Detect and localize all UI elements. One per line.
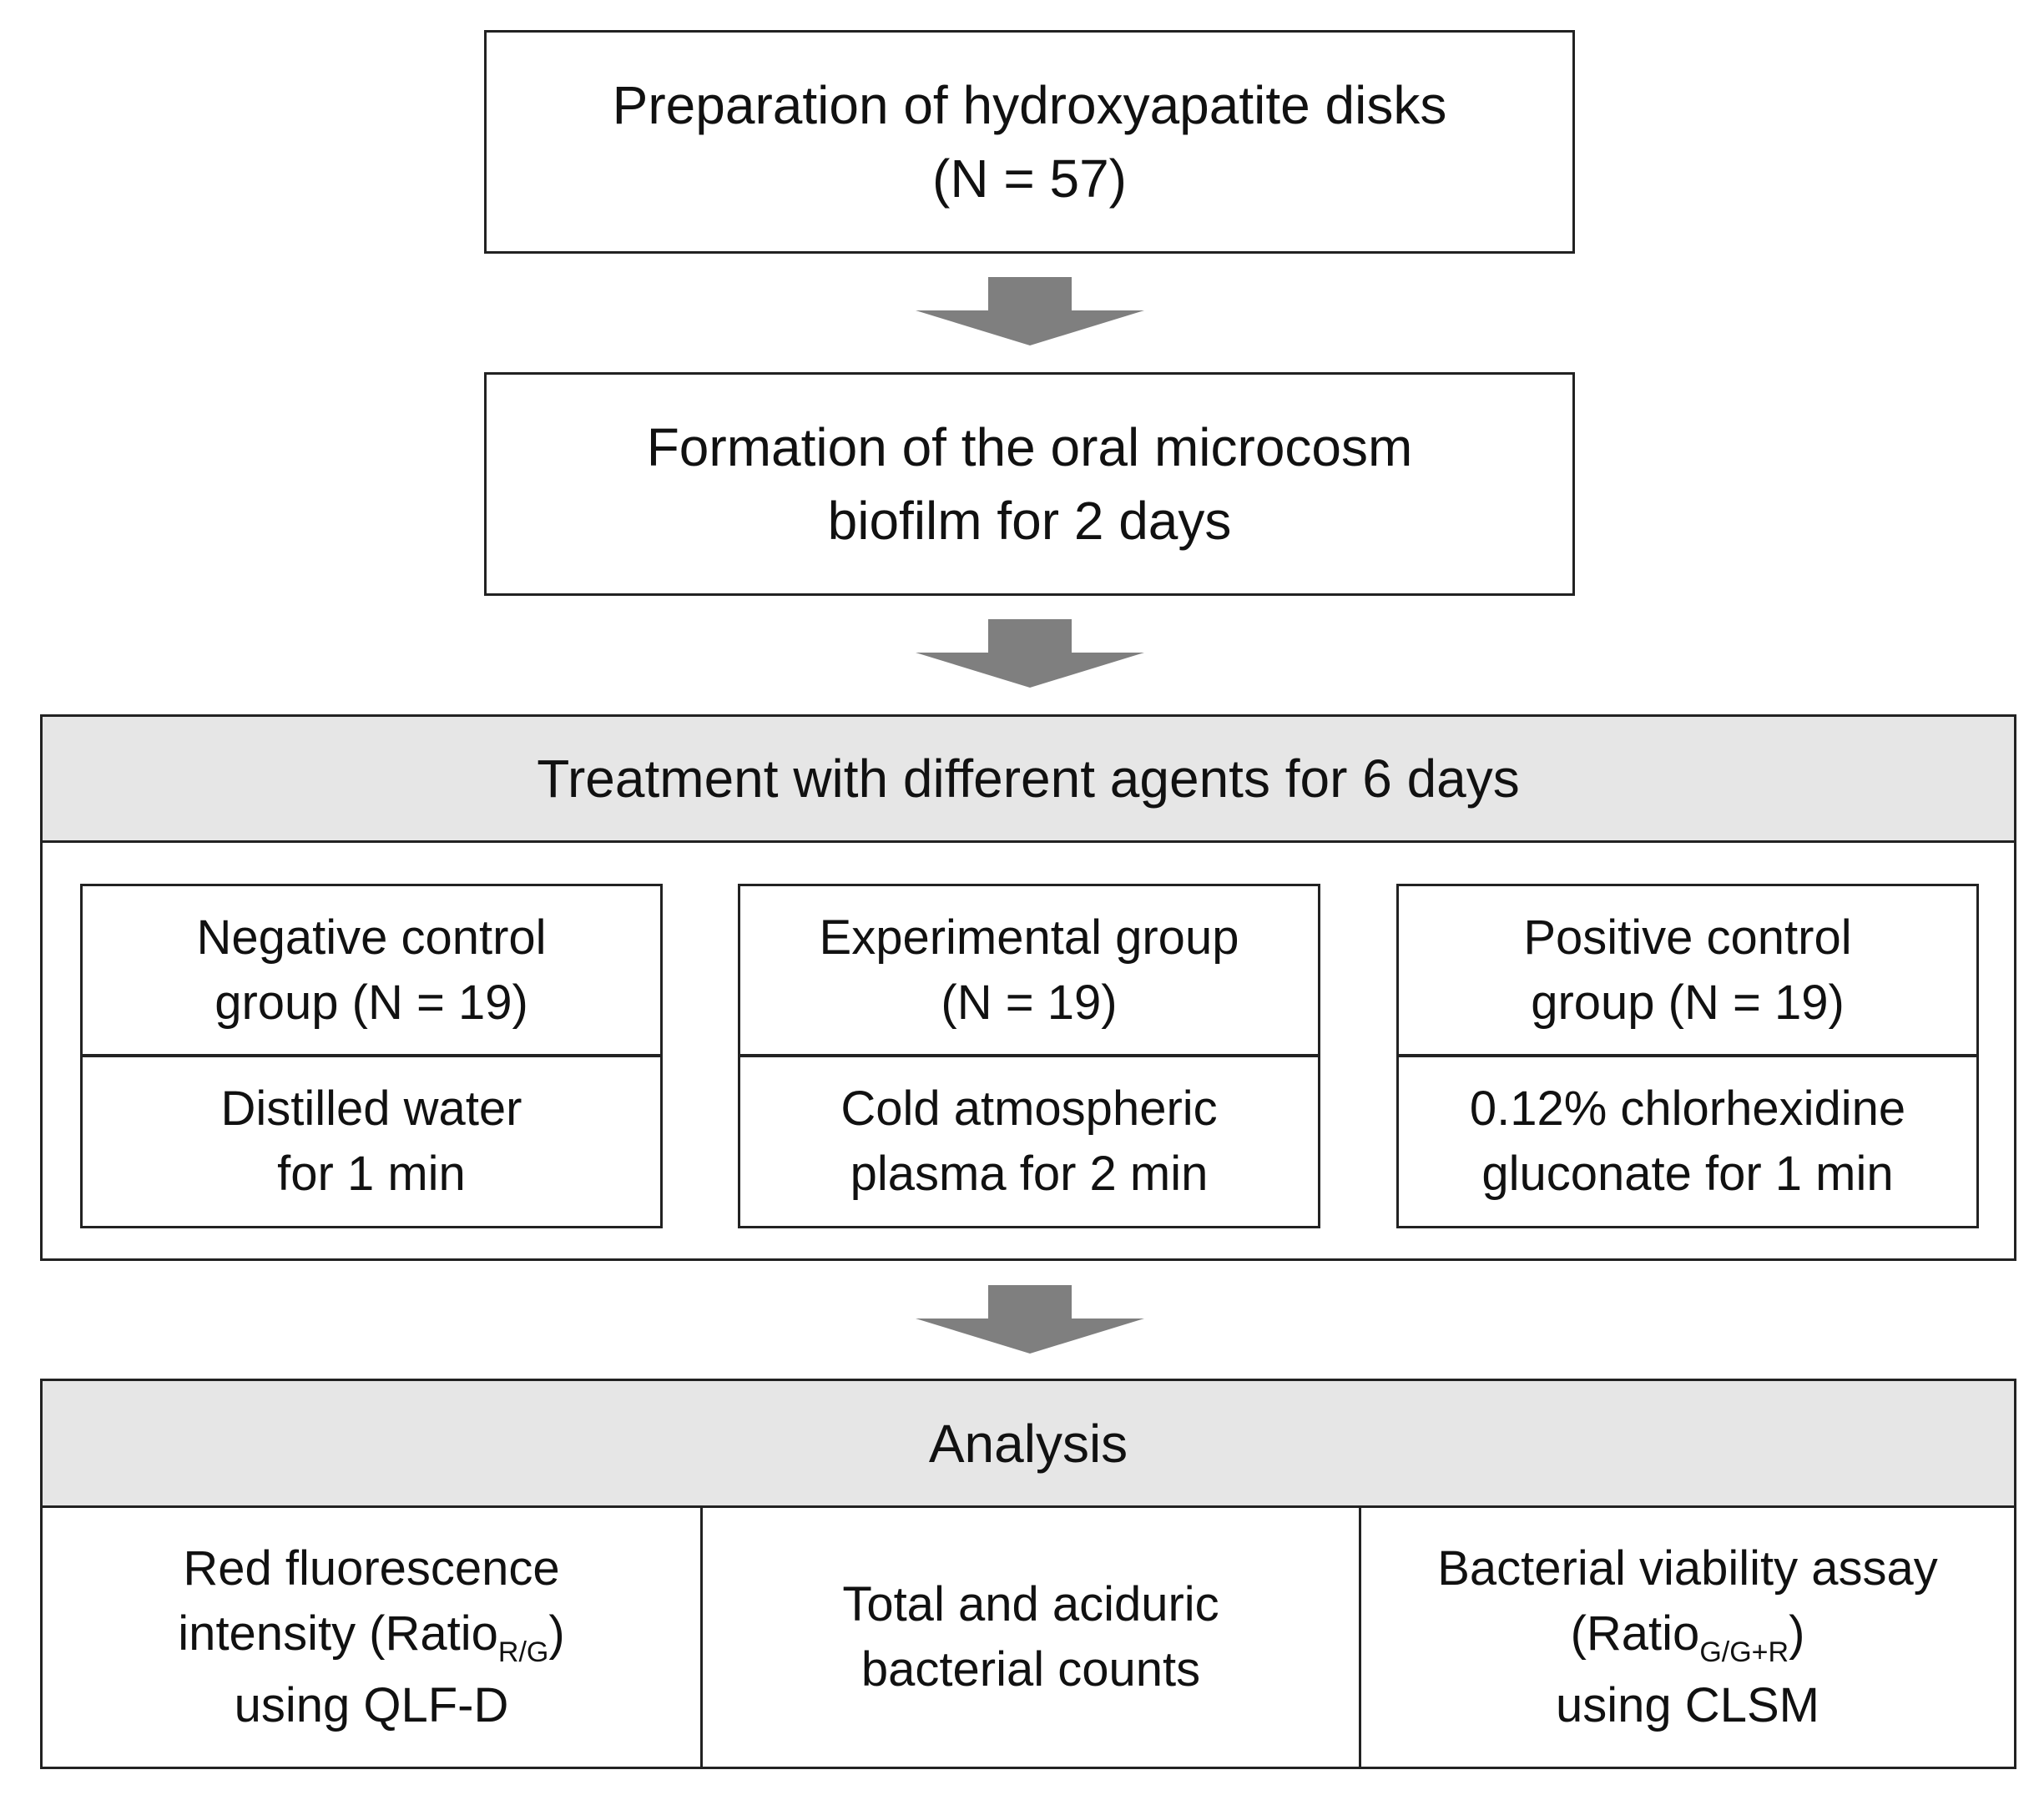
group-name-line2: group (N = 19) <box>214 975 528 1030</box>
group-description: Distilled water for 1 min <box>83 1057 660 1226</box>
analysis-item-line3: using QLF-D <box>234 1678 509 1732</box>
group-desc-line1: 0.12% chlorhexidine <box>1469 1082 1906 1136</box>
analysis-header: Analysis <box>43 1381 2014 1508</box>
step-preparation-line2: (N = 57) <box>932 149 1127 209</box>
treatment-header: Treatment with different agents for 6 da… <box>43 717 2014 843</box>
group-desc-line2: for 1 min <box>277 1147 466 1201</box>
step-formation-box: Formation of the oral microcosm biofilm … <box>484 372 1575 596</box>
group-desc-line1: Cold atmospheric <box>840 1082 1218 1136</box>
treatment-title: Treatment with different agents for 6 da… <box>537 749 1520 809</box>
analysis-title: Analysis <box>928 1413 1128 1474</box>
step-preparation-line1: Preparation of hydroxyapatite disks <box>612 75 1447 135</box>
group-positive-control: Positive control group (N = 19) 0.12% ch… <box>1396 884 1979 1228</box>
step-formation-line1: Formation of the oral microcosm <box>646 417 1413 477</box>
down-arrow-1 <box>916 277 1144 345</box>
group-name-line2: (N = 19) <box>941 975 1118 1030</box>
analysis-panel: Analysis Red fluorescence intensity (Rat… <box>40 1379 2016 1769</box>
group-name-line1: Negative control <box>196 910 547 965</box>
group-description: 0.12% chlorhexidine gluconate for 1 min <box>1399 1057 1976 1226</box>
analysis-row: Red fluorescence intensity (RatioR/G) us… <box>43 1508 2014 1767</box>
analysis-item-viability-assay: Bacterial viability assay (RatioG/G+R) u… <box>1361 1508 2014 1767</box>
group-name-line1: Experimental group <box>819 910 1239 965</box>
group-desc-line1: Distilled water <box>220 1082 522 1136</box>
ratio-subscript: G/G+R <box>1699 1636 1789 1668</box>
analysis-item-line2: (RatioG/G+R) <box>1571 1601 1805 1673</box>
analysis-item-line1: Red fluorescence <box>183 1541 560 1596</box>
group-name-line2: group (N = 19) <box>1531 975 1845 1030</box>
group-desc-line2: gluconate for 1 min <box>1481 1147 1894 1201</box>
analysis-item-line2: bacterial counts <box>860 1642 1201 1697</box>
group-name-line1: Positive control <box>1523 910 1852 965</box>
group-description: Cold atmospheric plasma for 2 min <box>740 1057 1318 1226</box>
analysis-item-red-fluorescence: Red fluorescence intensity (RatioR/G) us… <box>43 1508 703 1767</box>
analysis-item-line2-end: ) <box>548 1606 565 1661</box>
group-name: Negative control group (N = 19) <box>83 886 660 1057</box>
down-arrow-3 <box>916 1285 1144 1354</box>
analysis-item-line2-main: (Ratio <box>1570 1606 1700 1661</box>
group-name: Experimental group (N = 19) <box>740 886 1318 1057</box>
analysis-item-line1: Bacterial viability assay <box>1437 1541 1938 1596</box>
down-arrow-2 <box>916 619 1144 688</box>
group-experimental: Experimental group (N = 19) Cold atmosph… <box>738 884 1320 1228</box>
group-desc-line2: plasma for 2 min <box>850 1147 1209 1201</box>
analysis-item-bacterial-counts: Total and aciduric bacterial counts <box>703 1508 1361 1767</box>
group-name: Positive control group (N = 19) <box>1399 886 1976 1057</box>
analysis-item-line1: Total and aciduric <box>842 1577 1219 1631</box>
treatment-panel: Treatment with different agents for 6 da… <box>40 714 2016 1261</box>
analysis-item-line2-main: intensity (Ratio <box>178 1606 498 1661</box>
analysis-item-line3: using CLSM <box>1556 1678 1819 1732</box>
step-preparation-box: Preparation of hydroxyapatite disks (N =… <box>484 30 1575 254</box>
ratio-subscript: R/G <box>497 1636 549 1668</box>
step-formation-line2: biofilm for 2 days <box>827 491 1232 551</box>
analysis-item-line2-end: ) <box>1789 1606 1805 1661</box>
group-negative-control: Negative control group (N = 19) Distille… <box>80 884 663 1228</box>
analysis-item-line2: intensity (RatioR/G) <box>178 1601 564 1673</box>
